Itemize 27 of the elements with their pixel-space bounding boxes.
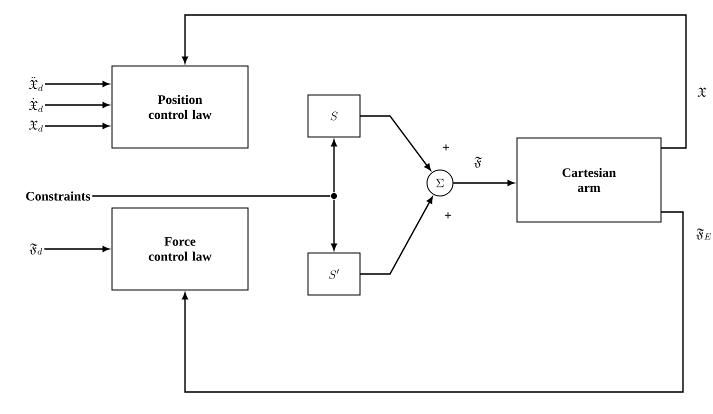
arrow <box>45 123 110 129</box>
arrow <box>45 81 110 87</box>
arrow <box>360 196 433 275</box>
sign-label: + <box>441 143 451 153</box>
sign-label: + <box>443 211 453 221</box>
arrow <box>331 140 337 192</box>
arrow <box>360 115 431 171</box>
block-box: Position control law <box>112 66 248 148</box>
arrow <box>454 180 514 186</box>
arrow <box>182 211 684 393</box>
signal-label: $\mathfrak{X}$ <box>696 86 708 98</box>
arrow <box>45 102 110 108</box>
signal-label: $\dot{\mathfrak{X}}_d$ <box>29 98 43 112</box>
block-box: Cartesian arm <box>516 138 662 222</box>
signal-label: $\mathfrak{F}_d$ <box>30 244 42 255</box>
summing-junction: $\Sigma$ <box>426 170 454 196</box>
signal-label: $\ddot{\mathfrak{X}}_d$ <box>29 77 43 92</box>
block-box: $S$ <box>308 94 360 138</box>
arrow <box>44 246 110 252</box>
arrow <box>182 14 687 149</box>
signal-label: $\mathfrak{F}$ <box>473 156 483 168</box>
signal-label: $\mathfrak{F}_E$ <box>695 228 713 240</box>
arrow <box>331 200 337 250</box>
signal-label: $\mathfrak{X}_d$ <box>29 120 43 132</box>
input-label: Constraints <box>26 191 90 201</box>
block-box: Force control law <box>112 208 248 290</box>
block-box: $S'$ <box>308 252 360 296</box>
